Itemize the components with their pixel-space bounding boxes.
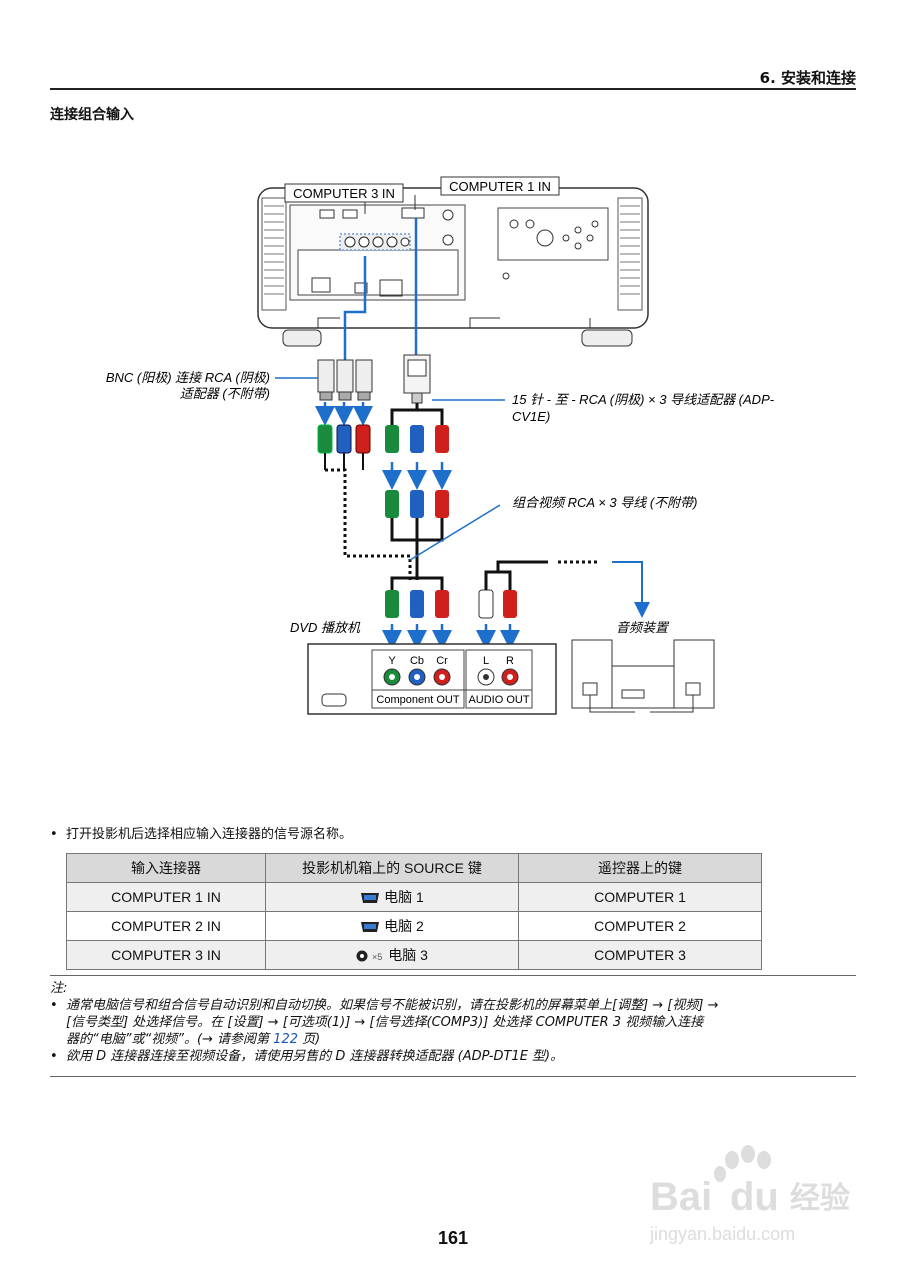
th-source-key: 投影机机箱上的 SOURCE 键 [265,853,519,883]
table-row: COMPUTER 1 IN 电脑 1 COMPUTER 1 [66,882,762,912]
cell-remote-key: COMPUTER 1 [518,882,762,912]
cell-connector: COMPUTER 3 IN [66,940,266,970]
rca-plugs-left [317,424,371,454]
svg-text:jingyan.baidu.com: jingyan.baidu.com [649,1224,795,1244]
vga-icon [361,922,380,933]
note-item: • 欲用 D 连接器连接至视频设备，请使用另售的 D 连接器转换适配器 (ADP… [50,1049,564,1064]
adapter-label-1: 15 针 - 至 - RCA (阴极) × 3 导线适配器 (ADP- [512,392,775,407]
note-text: 器的“电脑”或“视频”。(→ 请参阅第 [66,1032,274,1047]
dvd-label: DVD 播放机 [290,620,361,635]
table-header-row: 输入连接器 投影机机箱上的 SOURCE 键 遥控器上的键 [66,853,762,883]
connection-diagram: COMPUTER 3 IN COMPUTER 1 IN BNC (阳极) 连接 … [106,176,775,715]
header-rule [50,88,856,90]
projector [257,187,649,347]
audio-device-label: 音频装置 [616,620,670,635]
bnc-adapter-label-1: BNC (阳极) 连接 RCA (阴极) [106,370,270,385]
bnc-count: ×5 [372,952,383,962]
baidu-watermark-logo: Bai du 经验 jingyan.baidu.com [649,1145,850,1244]
th-remote-key: 遥控器上的键 [518,853,762,883]
vga-adapter-plug [403,354,431,404]
instruction-bullet: • 打开投影机后选择相应输入连接器的信号源名称。 [50,827,352,842]
dvd-player [307,643,557,715]
port-label-computer1: COMPUTER 1 IN [449,179,551,194]
notes: 注: • 通常电脑信号和组合信号自动识别和自动切换。如果信号不能被识别，请在投影… [50,980,856,1065]
instruction-text: 打开投影机后选择相应输入连接器的信号源名称。 [65,827,352,842]
down-arrows-2 [382,462,452,490]
bnc-cable-line [343,256,367,360]
note-line: 欲用 D 连接器连接至视频设备，请使用另售的 D 连接器转换适配器 (ADP-D… [66,1049,564,1064]
rca-plugs-middle [385,490,449,518]
page-number: 161 [437,1228,469,1248]
svg-text:Bai: Bai [650,1175,712,1219]
cable-label: 组合视频 RCA × 3 导线 (不附带) [512,495,698,510]
note-line: 通常电脑信号和组合信号自动识别和自动切换。如果信号不能被识别，请在投影机的屏幕菜… [66,998,719,1013]
cell-remote-key: COMPUTER 3 [518,940,762,970]
vga-icon [361,893,380,904]
cell-source-key: ×5 电脑 3 [265,940,519,970]
rca-plugs-adapter [385,425,449,453]
bnc-icon [356,950,368,962]
jack-label-y: Y [388,655,396,667]
source-key-text: 电脑 1 [384,889,424,905]
bnc-adapters [317,359,373,401]
cell-connector: COMPUTER 2 IN [66,911,266,941]
notes-rule-top [50,975,856,976]
audio-device [571,639,715,713]
note-line: [信号类型] 处选择信号。在 [设置] → [可选项(1)] → [信号选择(C… [66,1015,704,1030]
jack-label-r: R [506,655,514,667]
section-title: 连接组合输入 [50,107,134,123]
notes-heading: 注: [50,981,68,996]
down-arrows-1 [315,402,373,426]
source-key-table: 输入连接器 投影机机箱上的 SOURCE 键 遥控器上的键 COMPUTER 1… [66,853,762,970]
audio-out-label: AUDIO OUT [468,694,529,706]
adapter-label-2: CV1E) [512,409,550,424]
notes-rule-bottom [50,1076,856,1077]
note-text: 页) [298,1032,321,1047]
bnc-adapter-label-2: 适配器 (不附带) [180,386,270,401]
source-key-text: 电脑 2 [384,918,424,934]
jack-label-cr: Cr [436,655,448,667]
port-callouts: COMPUTER 3 IN COMPUTER 1 IN [284,176,560,214]
th-connector: 输入连接器 [66,853,266,883]
component-out-label: Component OUT [376,694,459,706]
cell-connector: COMPUTER 1 IN [66,882,266,912]
svg-text:du: du [730,1175,779,1219]
svg-text:经验: 经验 [790,1181,850,1216]
page-ref-link[interactable]: 122 [273,1032,298,1047]
port-label-computer3: COMPUTER 3 IN [293,186,395,201]
note-item: • 通常电脑信号和组合信号自动识别和自动切换。如果信号不能被识别，请在投影机的屏… [50,998,719,1048]
chapter-heading: 6. 安装和连接 [759,69,856,87]
rca-plugs-lower [385,589,517,619]
cell-source-key: 电脑 1 [265,882,519,912]
cell-remote-key: COMPUTER 2 [518,911,762,941]
table-row: COMPUTER 3 IN ×5 电脑 3 COMPUTER 3 [66,940,762,970]
down-arrows-3 [382,624,520,650]
note-line: 器的“电脑”或“视频”。(→ 请参阅第 122 页) [66,1031,718,1048]
source-key-text: 电脑 3 [388,947,428,963]
table-row: COMPUTER 2 IN 电脑 2 COMPUTER 2 [66,911,762,941]
jack-label-cb: Cb [410,655,424,667]
jack-label-l: L [483,655,489,667]
cell-source-key: 电脑 2 [265,911,519,941]
